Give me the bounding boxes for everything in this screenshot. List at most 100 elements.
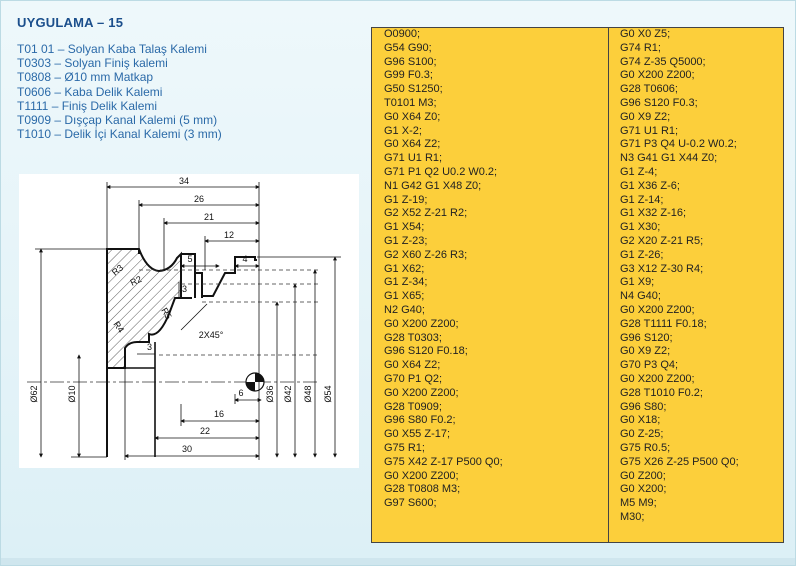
program-line: G1 Z-34; xyxy=(384,276,428,289)
code-column-divider xyxy=(608,28,609,542)
program-line: G75 R1; xyxy=(384,441,425,454)
program-line: G0 X200 Z200; xyxy=(620,303,695,316)
dim-label-d10: Ø10 xyxy=(67,385,77,402)
program-line: G0 X9 Z2; xyxy=(620,110,671,123)
small-dim-3a: 3 xyxy=(182,284,187,294)
tool-item: T1111 – Finiş Delik Kalemi xyxy=(17,98,158,113)
program-line: G1 X36 Z-6; xyxy=(620,179,680,192)
program-line: G2 X20 Z-21 R5; xyxy=(620,234,704,247)
tool-item: T0808 – Ø10 mm Matkap xyxy=(17,70,154,85)
program-line: G1 X32 Z-16; xyxy=(620,207,687,220)
radius-label-r2: R2 xyxy=(129,274,144,288)
program-line: G0 X200 Z200; xyxy=(384,386,459,399)
program-line: G28 T0808 M3; xyxy=(384,483,461,496)
slide-bottom-bar xyxy=(1,558,795,565)
program-line: N3 G41 G1 X44 Z0; xyxy=(620,152,718,165)
program-line: G0 Z200; xyxy=(620,469,666,482)
center-mark-fill xyxy=(246,373,264,391)
program-line: G0 X64 Z0; xyxy=(384,110,441,123)
part-groove xyxy=(181,273,203,299)
program-line: G97 S600; xyxy=(384,497,437,510)
program-line: G54 G90; xyxy=(384,41,432,54)
program-line: G1 X-2; xyxy=(384,124,422,137)
page-title: UYGULAMA – 15 xyxy=(17,15,124,30)
program-line: G28 T0303; xyxy=(384,331,442,344)
dim-label-chamfer: 2X45° xyxy=(199,330,224,340)
program-line: G96 S80 F0.2; xyxy=(384,414,456,427)
chamfer-leader xyxy=(180,303,208,331)
program-line: G0 Z-25; xyxy=(620,428,664,441)
program-line: G0 X64 Z2; xyxy=(384,359,441,372)
program-line: G28 T1010 F0.2; xyxy=(620,386,703,399)
part-section xyxy=(106,248,182,369)
program-line: G0 X200 Z200; xyxy=(620,69,695,82)
program-line: M30; xyxy=(620,510,645,523)
program-line: G74 R1; xyxy=(620,41,661,54)
program-line: G0 X200 Z200; xyxy=(620,372,695,385)
program-line: G1 X65; xyxy=(384,290,425,303)
program-line: G0 X64 Z2; xyxy=(384,138,441,151)
program-line: G0 X200 Z200; xyxy=(384,469,459,482)
program-line: G75 R0.5; xyxy=(620,441,671,454)
program-line: G96 S100; xyxy=(384,55,437,68)
program-line: G1 X30; xyxy=(620,221,661,234)
program-line: G70 P1 Q2; xyxy=(384,372,443,385)
program-line: G0 X200 Z200; xyxy=(384,317,459,330)
program-line: G1 X54; xyxy=(384,221,425,234)
program-line: G1 Z-19; xyxy=(384,193,428,206)
tool-item: T1010 – Delik İçi Kanal Kalemi (3 mm) xyxy=(17,127,222,142)
program-line: G28 T0909; xyxy=(384,400,442,413)
dim-label-d54: Ø54 xyxy=(323,385,333,402)
program-line: G50 S1250; xyxy=(384,83,443,96)
dim-label-26: 26 xyxy=(194,194,204,204)
program-line: G96 S120 F0.18; xyxy=(384,345,468,358)
dim-label-d48: Ø48 xyxy=(303,385,313,402)
program-line: N4 G40; xyxy=(620,290,661,303)
program-line: G70 P3 Q4; xyxy=(620,359,679,372)
dim-label-5: 5 xyxy=(187,254,192,264)
program-line: G1 Z-23; xyxy=(384,234,428,247)
dim-label-12: 12 xyxy=(224,230,234,240)
program-line: G1 X62; xyxy=(384,262,425,275)
program-line: G2 X52 Z-21 R2; xyxy=(384,207,468,220)
program-line: N2 G40; xyxy=(384,303,425,316)
program-line: G0 X200; xyxy=(620,483,667,496)
program-line: G0 X0 Z5; xyxy=(620,28,671,40)
dim-label-d36: Ø36 xyxy=(265,385,275,402)
tool-item: T01 01 – Solyan Kaba Talaş Kalemi xyxy=(17,42,207,56)
program-line: G1 Z-14; xyxy=(620,193,664,206)
program-line: G71 P3 Q4 U-0.2 W0.2; xyxy=(620,138,737,151)
program-line: G96 S120; xyxy=(620,331,673,344)
program-line: G0 X9 Z2; xyxy=(620,345,671,358)
dim-label-4: 4 xyxy=(242,254,247,264)
dim-label-d42: Ø42 xyxy=(283,385,293,402)
dim-label-22: 22 xyxy=(200,426,210,436)
program-line: G71 P1 Q2 U0.2 W0.2; xyxy=(384,165,498,178)
dim-label-d62: Ø62 xyxy=(29,385,39,402)
program-line: T0101 M3; xyxy=(384,96,437,109)
program-column-left: O0900;G54 G90;G96 S100;G99 F0.3;G50 S125… xyxy=(384,28,503,511)
program-line: G0 X55 Z-17; xyxy=(384,428,451,441)
program-line: G99 F0.3; xyxy=(384,69,433,82)
program-line: G1 X9; xyxy=(620,276,655,289)
tool-item: T0909 – Dışçap Kanal Kalemi (5 mm) xyxy=(17,113,218,128)
dim-label-34: 34 xyxy=(179,176,189,186)
program-line: G75 X26 Z-25 P500 Q0; xyxy=(620,455,739,468)
program-line: G71 U1 R1; xyxy=(620,124,679,137)
part-bore xyxy=(107,342,156,457)
program-line: N1 G42 G1 X48 Z0; xyxy=(384,179,482,192)
radius-label-r5: R5 xyxy=(159,306,173,321)
program-line: G96 S80; xyxy=(620,400,667,413)
part-drawing-svg: 34 26 21 12 5 4 2X45° 6 16 22 30 R3 R2 R… xyxy=(27,176,341,460)
program-line: O0900; xyxy=(384,28,421,40)
program-line: G75 X42 Z-17 P500 Q0; xyxy=(384,455,503,468)
program-line: G3 X12 Z-30 R4; xyxy=(620,262,704,275)
dim-label-6: 6 xyxy=(238,388,243,398)
program-line: G1 Z-4; xyxy=(620,165,658,178)
program-line: G1 Z-26; xyxy=(620,248,664,261)
dim-label-21: 21 xyxy=(204,212,214,222)
tool-list: T01 01 – Solyan Kaba Talaş Kalemi T0303 … xyxy=(17,42,222,141)
program-line: M5 M9; xyxy=(620,497,657,510)
program-line: G71 U1 R1; xyxy=(384,152,443,165)
program-line: G0 X18; xyxy=(620,414,661,427)
